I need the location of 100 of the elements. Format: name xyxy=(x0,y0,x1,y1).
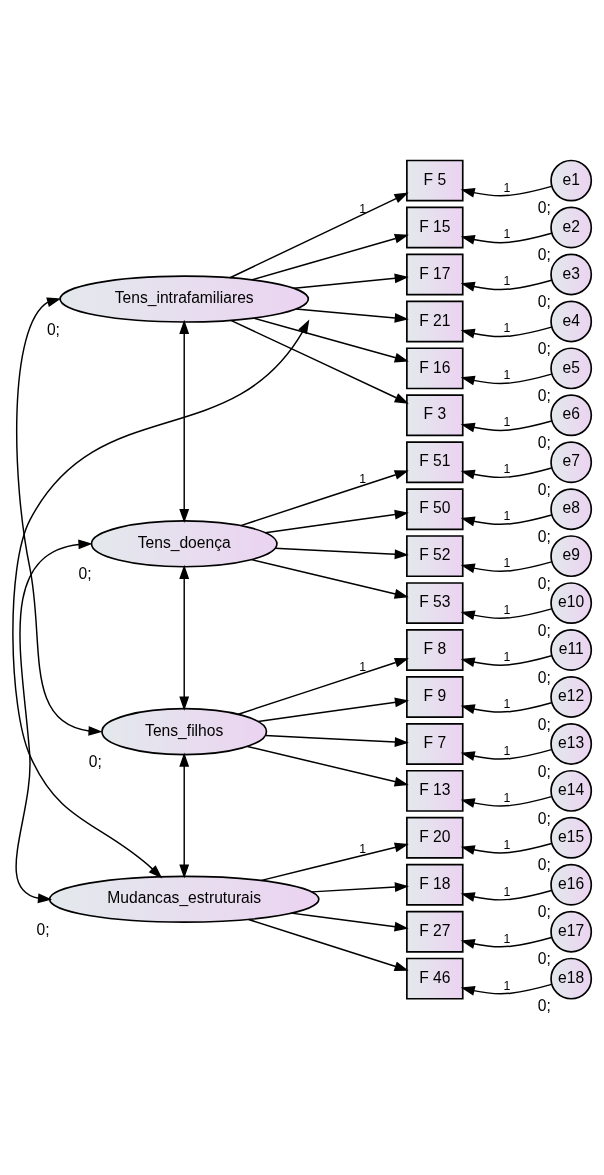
node-label: 0; xyxy=(537,245,551,263)
edge-label: 1 xyxy=(359,471,367,486)
node-box: F 17 xyxy=(406,253,464,295)
arrow xyxy=(16,296,103,736)
arrow xyxy=(460,279,553,291)
node-label: 0; xyxy=(537,574,551,592)
arrow xyxy=(12,319,310,878)
node-circle: e3 xyxy=(550,253,593,295)
arrow xyxy=(260,842,409,881)
node-label: 0; xyxy=(537,902,551,920)
node-label: 0; xyxy=(537,949,551,967)
node-box: F 18 xyxy=(406,863,464,906)
arrow xyxy=(250,558,409,599)
node-circle: e5 xyxy=(550,346,593,389)
edge-label: 1 xyxy=(503,273,511,288)
arrow xyxy=(460,419,553,432)
arrow xyxy=(460,185,553,198)
arrow xyxy=(179,752,190,879)
node-box: F 15 xyxy=(406,206,464,248)
arrow xyxy=(310,881,409,893)
node-circle: e18 xyxy=(550,957,593,1000)
arrow xyxy=(460,936,553,949)
edge-label: 1 xyxy=(503,226,511,241)
node-circle: e6 xyxy=(550,393,593,436)
node-box: F 53 xyxy=(406,581,464,624)
arrow xyxy=(460,372,553,385)
arrow xyxy=(179,564,190,711)
node-label: 0; xyxy=(88,752,102,770)
node-label: 0; xyxy=(537,386,551,404)
edge-label: 1 xyxy=(503,743,511,758)
arrow xyxy=(240,469,409,526)
node-circle: e4 xyxy=(550,299,593,342)
edge-label: 1 xyxy=(359,841,367,856)
node-ellipse: Tens_doença xyxy=(90,519,278,568)
arrow xyxy=(460,701,553,714)
arrow xyxy=(230,319,409,404)
edge-label: 1 xyxy=(503,696,511,711)
arrow xyxy=(460,232,553,244)
node-circle: e8 xyxy=(550,487,593,530)
node-box: F 21 xyxy=(406,299,464,342)
edge-label: 1 xyxy=(503,414,511,429)
node-circle: e17 xyxy=(550,910,593,953)
arrow xyxy=(246,745,409,786)
arrow xyxy=(251,233,409,281)
node-box: F 3 xyxy=(406,393,464,436)
node-label: 0; xyxy=(78,564,92,582)
node-label: 0; xyxy=(537,527,551,545)
node-box: F 8 xyxy=(406,628,464,671)
node-box: F 50 xyxy=(406,487,464,530)
arrow xyxy=(460,795,553,808)
edge-label: 1 xyxy=(503,790,511,805)
node-circle: e15 xyxy=(550,816,593,859)
edge-label: 1 xyxy=(503,180,511,195)
node-box: F 5 xyxy=(406,159,464,202)
edge-label: 1 xyxy=(503,602,511,617)
node-circle: e13 xyxy=(550,722,593,765)
node-label: 0; xyxy=(537,668,551,686)
node-box: F 13 xyxy=(406,769,464,812)
node-label: 0; xyxy=(537,292,551,310)
edge-label: 1 xyxy=(503,367,511,382)
node-box: F 20 xyxy=(406,816,464,859)
node-ellipse: Tens_intrafamiliares xyxy=(59,274,310,323)
edge-label: 1 xyxy=(503,884,511,899)
edge-label: 1 xyxy=(503,649,511,664)
arrow xyxy=(264,509,409,533)
node-box: F 27 xyxy=(406,910,464,953)
edge-label: 1 xyxy=(503,837,511,852)
arrow xyxy=(460,654,553,667)
edge-label: 1 xyxy=(503,320,511,335)
node-label: 0; xyxy=(537,480,551,498)
node-label: 0; xyxy=(537,715,551,733)
node-label: 0; xyxy=(36,920,50,938)
arrow xyxy=(460,983,553,996)
arrow xyxy=(247,918,409,971)
arrow xyxy=(290,911,409,931)
edge-label: 1 xyxy=(359,659,367,674)
node-ellipse: Tens_filhos xyxy=(101,707,268,755)
edge-label: 1 xyxy=(359,201,367,216)
arrow xyxy=(252,316,409,362)
node-circle: e9 xyxy=(550,534,593,577)
arrow xyxy=(460,513,553,526)
node-circle: e14 xyxy=(550,769,593,812)
node-label: 0; xyxy=(537,855,551,873)
edge-label: 1 xyxy=(503,931,511,946)
node-label: 0; xyxy=(537,996,551,1014)
node-label: 0; xyxy=(537,621,551,639)
arrow xyxy=(460,560,553,573)
node-circle: e10 xyxy=(550,581,593,624)
edge-label: 1 xyxy=(503,508,511,523)
node-label: 0; xyxy=(537,339,551,357)
node-box: F 7 xyxy=(406,722,464,765)
node-label: 0; xyxy=(537,762,551,780)
arrow xyxy=(274,547,409,559)
node-label: 0; xyxy=(537,433,551,451)
node-box: F 9 xyxy=(406,675,464,718)
arrow xyxy=(179,319,190,523)
node-circle: e11 xyxy=(550,628,593,671)
node-circle: e16 xyxy=(550,863,593,906)
edge-label: 1 xyxy=(503,978,511,993)
arrow xyxy=(293,272,409,289)
